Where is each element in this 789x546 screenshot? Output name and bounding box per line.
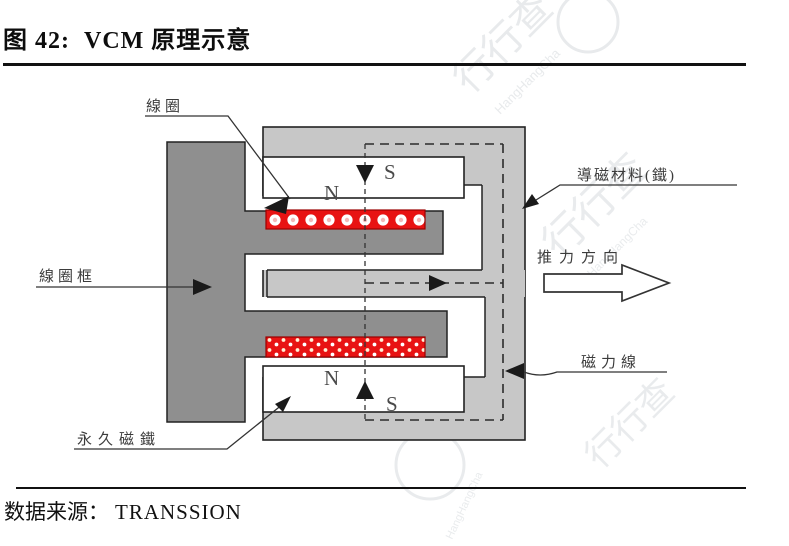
watermark-group-top-right: 行行查 HangHangCha	[445, 0, 620, 117]
top-coil	[265, 209, 426, 230]
fluxline-pointer-arrow-icon	[505, 363, 524, 379]
figure-title: 图 42: VCM 原理示意	[3, 28, 252, 54]
frame-pointer-arrow-icon	[193, 279, 212, 295]
thrust-direction-arrow-icon	[543, 263, 672, 303]
label-permanent-magnet: 永久磁鐵	[77, 430, 161, 448]
label-thrust-direction: 推力方向	[537, 249, 625, 266]
pole-letter-bottom-n: N	[324, 366, 339, 390]
pole-letter-top-n: N	[324, 181, 339, 205]
footer-divider	[16, 487, 746, 489]
bottom-coil	[265, 336, 426, 358]
flux-arrow-down-icon	[356, 165, 374, 183]
source-line: 数据来源：TRANSSION	[4, 496, 242, 526]
source-value: TRANSSION	[115, 500, 242, 524]
source-prefix: 数据来源：	[4, 500, 109, 524]
label-coil: 線圈	[146, 98, 184, 115]
watermark-cn-text: 行行查	[577, 370, 682, 475]
flux-dashed-loop	[364, 143, 504, 421]
material-pointer-arrow-icon	[522, 194, 539, 209]
label-magnetic-field-line: 磁力線	[581, 354, 641, 371]
watermark-cn-text: 行行查	[533, 144, 655, 266]
yoke-inner-borders	[266, 184, 486, 378]
label-magnetic-material: 導磁材料(鐵)	[577, 166, 676, 184]
flux-arrow-right-icon	[429, 275, 447, 291]
magnet-pointer-arrow-icon	[275, 396, 291, 412]
magnet-pointer-line	[74, 403, 284, 450]
label-coil-frame: 線圈框	[39, 268, 96, 285]
title-divider	[3, 63, 746, 66]
pole-letter-top-s: S	[384, 160, 396, 184]
coil-pointer-line	[145, 115, 291, 200]
watermark-circle-logo	[556, 0, 620, 54]
flux-direction-arrows	[356, 165, 447, 399]
label-pointers	[36, 115, 737, 450]
flux-arrow-up-icon	[356, 381, 374, 399]
yoke-upper-slot-step	[464, 185, 482, 198]
watermark-en-text: HangHangCha	[444, 469, 486, 541]
coil-pointer-arrow-icon	[264, 196, 289, 214]
fluxline-pointer-line	[523, 371, 667, 376]
material-pointer-line	[535, 184, 737, 201]
pole-letter-bottom-s: S	[386, 392, 398, 416]
watermark-cn-text: 行行查	[445, 0, 561, 101]
